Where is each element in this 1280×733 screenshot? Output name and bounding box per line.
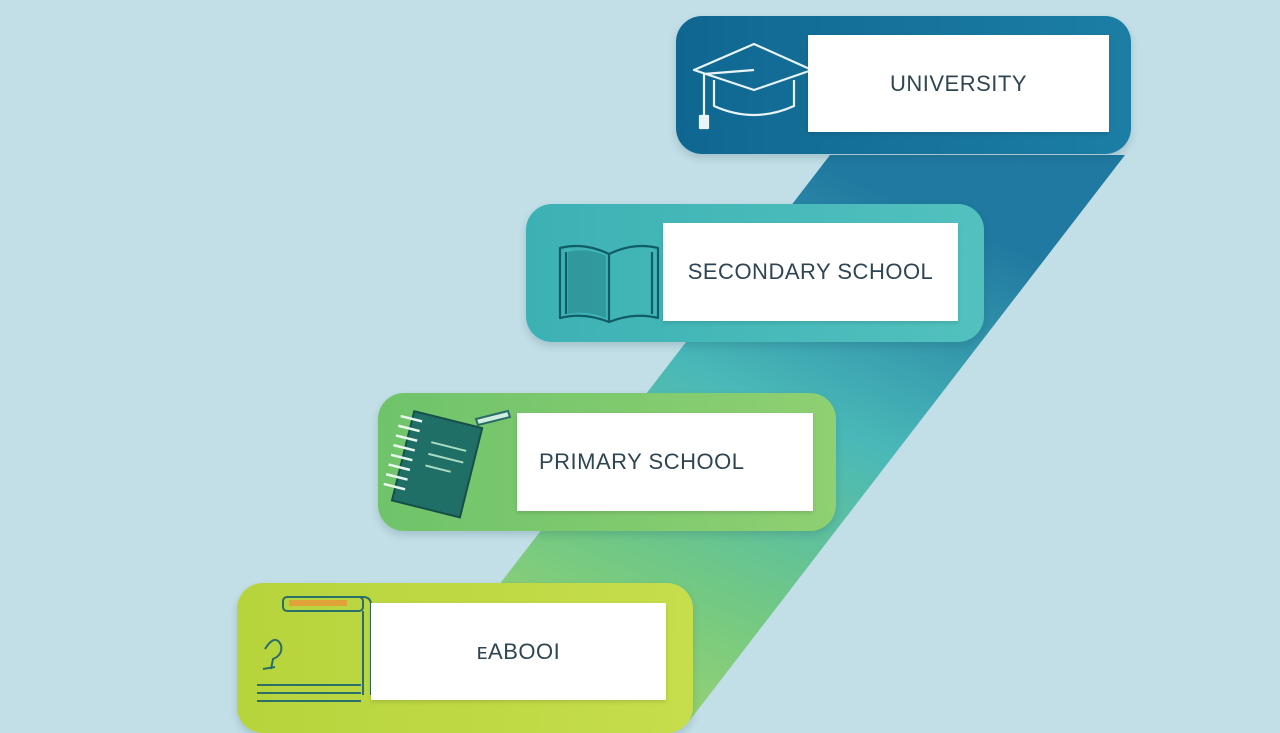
step-label-university: UNIVERSITY (808, 35, 1109, 132)
step-secondary-school: SECONDARY SCHOOL (526, 204, 984, 342)
step-label-primary-school: PRIMARY SCHOOL (517, 413, 813, 511)
step-university: UNIVERSITY (676, 16, 1131, 154)
graduation-cap-icon (692, 42, 814, 130)
books-stack-icon (257, 596, 372, 702)
step-label-secondary-school: SECONDARY SCHOOL (663, 223, 958, 321)
notebook-pencil-icon (383, 409, 512, 519)
step-primary-school: PRIMARY SCHOOL (378, 393, 836, 531)
open-book-icon (558, 244, 660, 324)
step-label-preschool: ᴇABOOI (371, 603, 666, 700)
step-preschool: ᴇABOOI (237, 583, 693, 733)
